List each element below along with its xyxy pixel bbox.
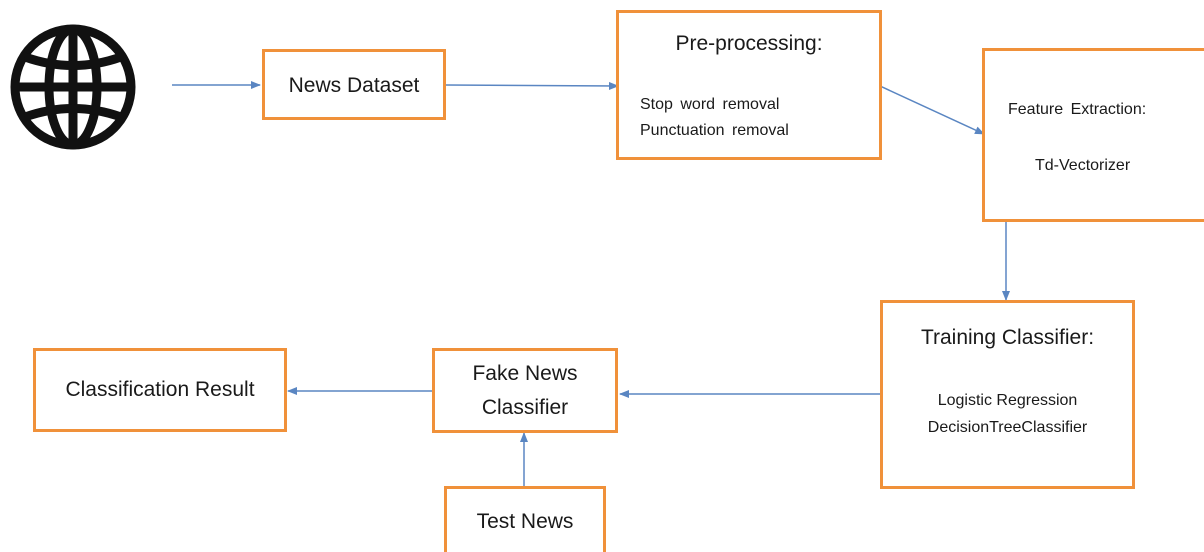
arrow-dataset-to-preprocessing xyxy=(445,81,619,90)
preprocessing-node xyxy=(616,10,882,160)
training-classifier-title: Training Classifier: xyxy=(920,326,1095,349)
feature-extraction-item: Td-Vectorizer xyxy=(1035,157,1131,174)
training-item-logistic: Logistic Regression xyxy=(937,392,1078,409)
training-item-decisiontree: DecisionTreeClassifier xyxy=(927,419,1088,436)
preprocessing-item-punctuation: Punctuation removal xyxy=(640,122,789,139)
news-dataset-label: News Dataset xyxy=(288,74,420,97)
fake-news-classifier-line2: Classifier xyxy=(481,396,569,419)
fake-news-classifier-line1: Fake News xyxy=(472,362,578,385)
globe-icon xyxy=(10,24,136,150)
training-classifier-node xyxy=(880,300,1135,489)
feature-extraction-node xyxy=(982,48,1204,222)
classification-result-label: Classification Result xyxy=(65,378,255,401)
news-dataset-node xyxy=(262,49,446,120)
test-news-node xyxy=(444,486,606,552)
feature-extraction-title: Feature Extraction: xyxy=(1008,101,1147,118)
classification-result-node xyxy=(33,348,287,432)
preprocessing-title: Pre-processing: xyxy=(675,32,823,55)
fake-news-classifier-node xyxy=(432,348,618,433)
test-news-label: Test News xyxy=(476,510,574,533)
preprocessing-item-stopword: Stop word removal xyxy=(640,96,780,113)
